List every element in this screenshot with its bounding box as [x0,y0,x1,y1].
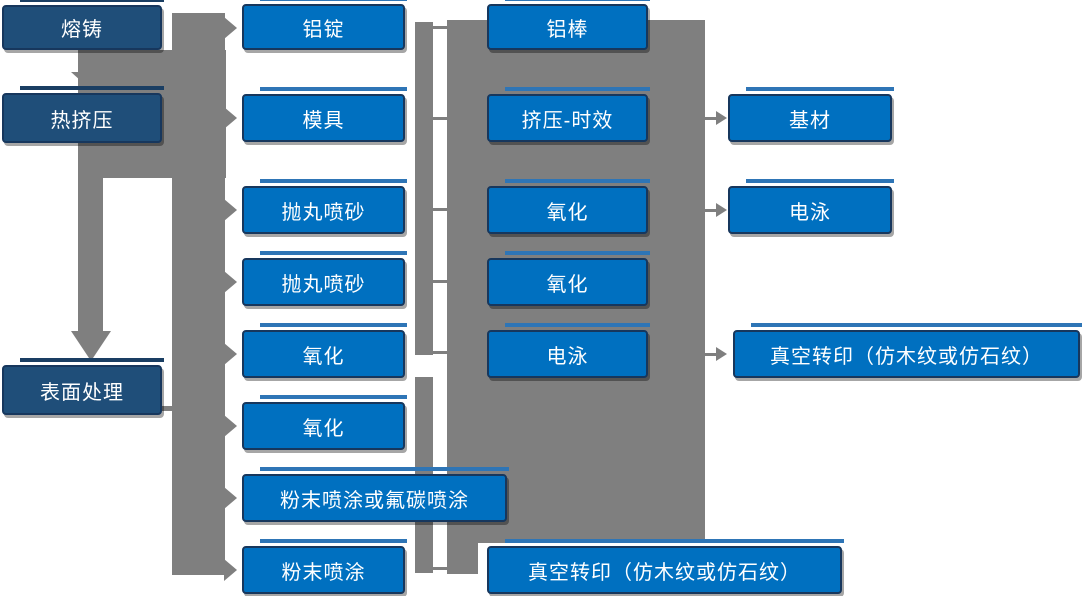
connector-tick [433,208,448,211]
node-label: 挤压-时效 [521,109,614,132]
node-oxidation-2: 氧化 [242,395,407,450]
node-label: 铝锭 [302,18,345,41]
node-label: 氧化 [302,417,345,440]
node-label: 氧化 [546,201,589,224]
right-arrowhead-icon [224,343,237,365]
down-arrowhead-icon [71,72,111,90]
node-shot-blasting-1: 抛丸喷砂 [242,179,407,234]
node-melting-casting: 熔铸 [2,0,164,50]
connector-tick [433,567,448,570]
node-extrusion-aging: 挤压-时效 [487,87,650,142]
connector-arrow-stem [704,209,717,212]
node-label: 电泳 [789,201,831,224]
node-label: 熔铸 [61,19,103,41]
right-arrowhead-icon [224,559,237,581]
right-arrowhead-icon [716,203,727,217]
node-mold: 模具 [242,87,407,142]
right-arrowhead-icon [224,17,237,39]
node-electrophoresis-1: 电泳 [487,323,650,378]
connector-surface-treatment-link [160,406,174,411]
node-label: 电泳 [546,345,589,368]
node-powder-or-fluorocarbon-coating: 粉末喷涂或氟碳喷涂 [242,467,509,522]
node-label: 氧化 [546,273,589,296]
right-arrowhead-icon [224,487,237,509]
connector-down-stem [78,143,103,333]
connector-vertical-band [172,13,225,575]
right-arrowhead-icon [224,271,237,293]
connector-tick [433,280,448,283]
node-label: 模具 [302,109,345,132]
node-label: 粉末喷涂 [281,561,366,584]
node-electrophoresis-2: 电泳 [728,179,894,234]
node-label: 粉末喷涂或氟碳喷涂 [280,489,469,512]
node-oxidation-4: 氧化 [487,251,650,306]
right-arrowhead-icon [716,347,727,361]
node-vacuum-transfer-print-1: 真空转印（仿木纹或仿石纹） [487,539,844,594]
node-hot-extrusion: 热挤压 [2,86,164,143]
node-vacuum-transfer-print-2: 真空转印（仿木纹或仿石纹） [733,323,1082,378]
right-arrowhead-icon [224,199,237,221]
node-label: 抛丸喷砂 [281,201,366,224]
connector-arrow-stem [704,353,717,356]
down-arrowhead-icon [71,331,111,361]
connector-background-rect-foot [447,543,478,574]
node-label: 真空转印（仿木纹或仿石纹） [528,561,801,584]
node-oxidation-3: 氧化 [487,179,650,234]
node-label: 铝棒 [546,18,589,41]
node-label: 表面处理 [40,381,124,404]
node-surface-treatment: 表面处理 [2,358,164,415]
connector-bracket-bar-top [415,22,433,355]
node-label: 真空转印（仿木纹或仿石纹） [770,345,1043,368]
node-label: 热挤压 [50,109,114,132]
connector-tick [433,117,448,120]
node-shot-blasting-2: 抛丸喷砂 [242,251,407,306]
node-aluminum-ingot: 铝锭 [242,0,407,50]
node-label: 基材 [789,109,831,132]
connector-arrow-stem [704,117,717,120]
connector-tick [433,26,448,29]
node-label: 抛丸喷砂 [281,273,366,296]
node-oxidation-1: 氧化 [242,323,407,378]
node-powder-coating: 粉末喷涂 [242,539,407,594]
right-arrowhead-icon [224,107,237,129]
node-base-material: 基材 [728,87,894,142]
node-aluminum-rod: 铝棒 [487,0,650,50]
connector-tick [433,351,448,354]
right-arrowhead-icon [224,415,237,437]
node-label: 氧化 [302,345,345,368]
right-arrowhead-icon [716,111,727,125]
